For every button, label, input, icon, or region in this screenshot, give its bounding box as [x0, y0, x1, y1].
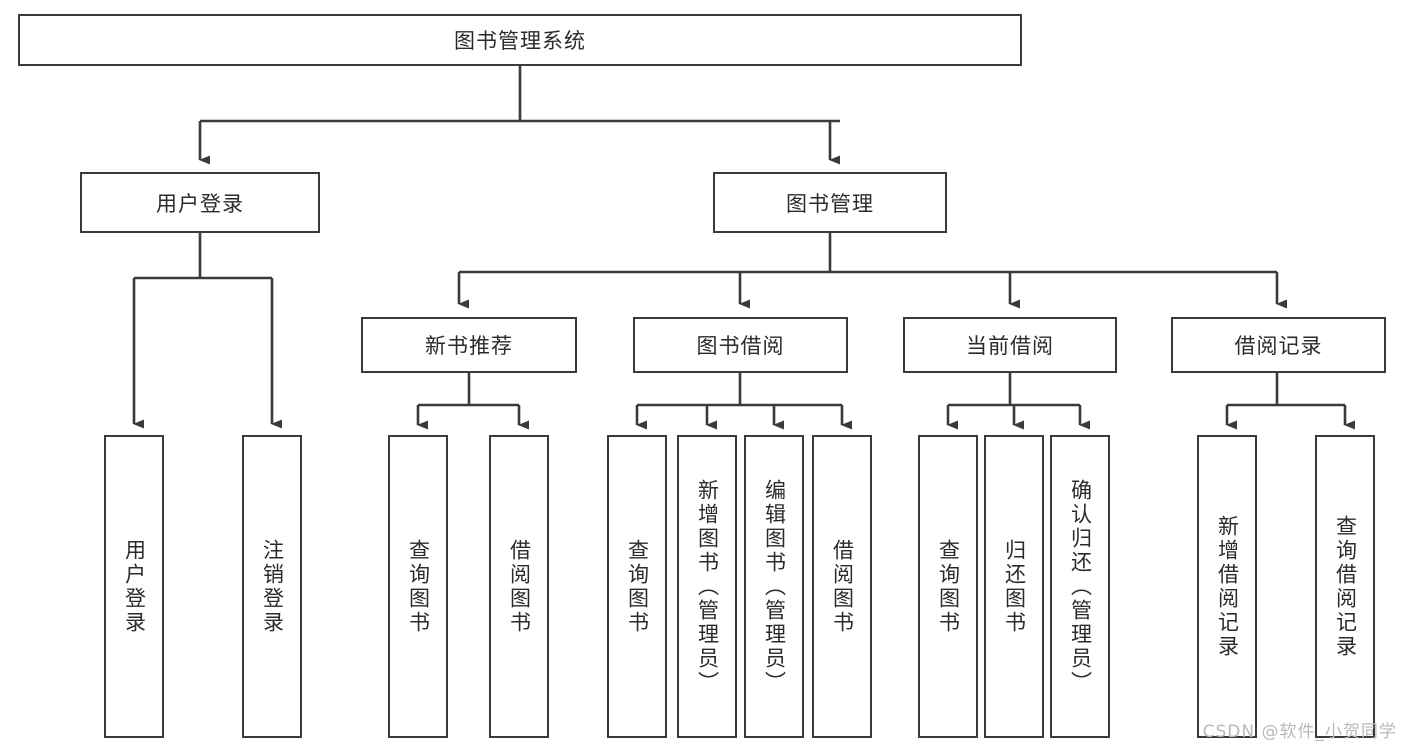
node-new-book-recommend[interactable]: 新书推荐: [361, 317, 577, 373]
node-current-borrow[interactable]: 当前借阅: [903, 317, 1117, 373]
leaf-borrow-edit-book[interactable]: 编辑图书（管理员）: [744, 435, 804, 738]
node-label: 确认归还（管理员）: [1068, 478, 1093, 695]
leaf-current-confirm-return[interactable]: 确认归还（管理员）: [1050, 435, 1110, 738]
leaf-record-add[interactable]: 新增借阅记录: [1197, 435, 1257, 738]
node-label: 编辑图书（管理员）: [762, 478, 787, 695]
node-book-borrow[interactable]: 图书借阅: [633, 317, 848, 373]
node-label: 注销登录: [260, 538, 285, 635]
node-label: 新书推荐: [425, 334, 513, 358]
node-label: 新增借阅记录: [1215, 514, 1240, 659]
node-book-management[interactable]: 图书管理: [713, 172, 947, 233]
node-label: 图书管理: [786, 191, 874, 216]
node-label: 图书管理系统: [454, 29, 586, 53]
leaf-user-login[interactable]: 用户登录: [104, 435, 164, 738]
watermark: CSDN @软件_小贺同学: [1202, 722, 1397, 742]
leaf-borrow-borrow-book[interactable]: 借阅图书: [812, 435, 872, 738]
node-label: 查询图书: [625, 538, 650, 635]
node-label: 查询图书: [936, 538, 961, 635]
node-borrow-record[interactable]: 借阅记录: [1171, 317, 1386, 373]
leaf-current-query-book[interactable]: 查询图书: [918, 435, 978, 738]
leaf-borrow-add-book[interactable]: 新增图书（管理员）: [677, 435, 737, 738]
node-label: 借阅图书: [507, 538, 532, 635]
node-label: 查询图书: [406, 538, 431, 635]
leaf-borrow-query-book[interactable]: 查询图书: [607, 435, 667, 738]
leaf-new-book-borrow[interactable]: 借阅图书: [489, 435, 549, 738]
node-root[interactable]: 图书管理系统: [18, 14, 1022, 66]
node-label: 图书借阅: [696, 334, 785, 358]
node-label: 当前借阅: [966, 334, 1054, 358]
node-label: 查询借阅记录: [1333, 514, 1358, 659]
node-user-login[interactable]: 用户登录: [80, 172, 320, 233]
node-label: 借阅图书: [830, 538, 855, 635]
node-label: 归还图书: [1002, 538, 1027, 635]
leaf-user-logout[interactable]: 注销登录: [242, 435, 302, 738]
leaf-current-return-book[interactable]: 归还图书: [984, 435, 1044, 738]
node-label: 用户登录: [156, 191, 244, 216]
node-label: 借阅记录: [1234, 334, 1323, 358]
node-label: 用户登录: [122, 538, 147, 635]
node-label: 新增图书（管理员）: [695, 478, 720, 695]
leaf-record-query[interactable]: 查询借阅记录: [1315, 435, 1375, 738]
leaf-new-book-query[interactable]: 查询图书: [388, 435, 448, 738]
